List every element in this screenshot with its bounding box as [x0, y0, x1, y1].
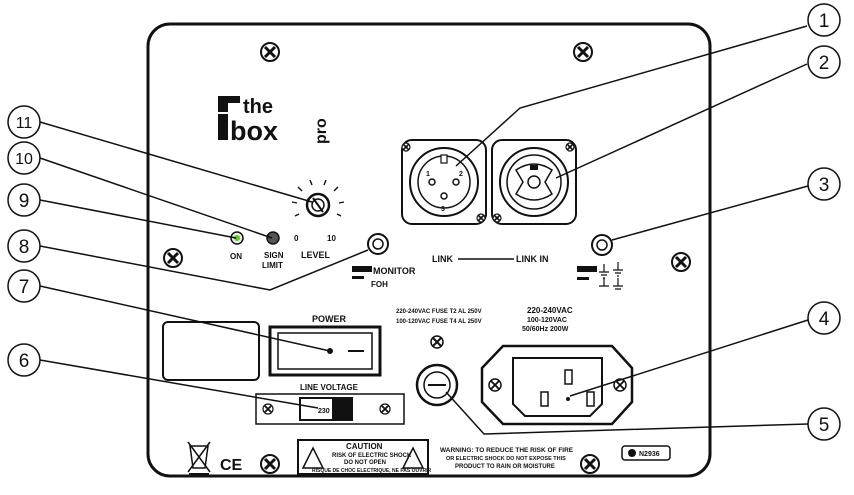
screw-icon — [401, 142, 411, 152]
screw-icon — [163, 248, 183, 268]
callout-number: 9 — [19, 191, 30, 212]
callout-number: 6 — [19, 351, 30, 372]
level-knob[interactable] — [291, 179, 345, 218]
xlr-pin-3-label: 3 — [441, 206, 445, 213]
signal-label-line1: SIGN — [264, 251, 284, 260]
ground-icon — [577, 262, 623, 290]
level-label: LEVEL — [301, 250, 331, 260]
callout-10 — [7, 141, 41, 175]
mains-rating-line1: 220-240VAC — [527, 306, 573, 315]
signal-limit-led-icon — [266, 231, 280, 245]
callout-9 — [7, 183, 41, 217]
voltage-selector-value: 230 — [318, 408, 330, 415]
caution-label-box — [297, 439, 429, 475]
screw-icon — [260, 454, 280, 474]
fuse-rating-line1: 220-240VAC FUSE T2 AL 250V — [396, 309, 482, 315]
iec-power-inlet[interactable] — [480, 344, 634, 426]
caution-line3: RISQUE DE CHOC ELECTRIQUE, NE PAS OUVRIR — [312, 468, 431, 474]
callout-1 — [807, 3, 841, 37]
callout-7 — [7, 269, 41, 303]
mains-rating-line3: 50/60Hz 200W — [522, 326, 569, 333]
callout-number: 2 — [819, 53, 830, 74]
power-label: POWER — [312, 314, 347, 324]
screw-icon — [430, 335, 444, 349]
xlr-pin-2-label: 2 — [459, 171, 463, 178]
xlr-pin-1-label: 1 — [426, 171, 430, 178]
screw-icon — [580, 454, 600, 474]
blank-cover-plate — [162, 321, 260, 381]
caution-line2: DO NOT OPEN — [344, 460, 386, 466]
link-in-label: LINK IN — [516, 254, 549, 264]
line-voltage-selector[interactable] — [299, 397, 353, 421]
screw-icon — [262, 403, 274, 415]
brand-box: box — [230, 116, 278, 146]
on-label: ON — [230, 252, 242, 261]
screw-icon — [492, 213, 502, 223]
ground-lift-switch[interactable] — [591, 234, 613, 256]
fuse-holder[interactable] — [415, 363, 459, 407]
callout-2 — [807, 45, 841, 79]
foh-label: FOH — [371, 280, 388, 289]
level-min-label: 0 — [294, 234, 299, 243]
screw-icon — [379, 403, 391, 415]
monitor-foh-switch[interactable] — [367, 233, 389, 255]
screw-icon — [573, 42, 593, 62]
fuse-rating-line2: 100-120VAC FUSE T4 AL 250V — [396, 319, 482, 325]
callout-3 — [807, 167, 841, 201]
weee-bin-icon — [187, 441, 211, 477]
monitor-label: MONITOR — [373, 266, 416, 276]
callout-number: 10 — [15, 151, 33, 168]
caution-title: CAUTION — [346, 442, 383, 451]
screw-icon — [671, 252, 691, 272]
callout-4 — [807, 301, 841, 335]
mains-rating-line2: 100-120VAC — [527, 317, 567, 324]
warning-line3: PRODUCT TO RAIN OR MOISTURE — [455, 464, 555, 470]
callout-11 — [7, 105, 41, 139]
screw-icon — [476, 213, 486, 223]
warning-line1: WARNING: TO REDUCE THE RISK OF FIRE — [440, 447, 574, 454]
callout-5 — [807, 407, 841, 441]
callout-number: 5 — [819, 415, 830, 436]
ce-mark: CE — [220, 457, 243, 474]
signal-label-line2: LIMIT — [262, 261, 283, 270]
screw-icon — [565, 142, 575, 152]
callout-number: 7 — [19, 277, 30, 298]
screw-icon — [260, 42, 280, 62]
brand-logo: the box pro — [218, 96, 330, 146]
link-label: LINK — [432, 254, 453, 264]
monitor-position-mark — [352, 266, 372, 272]
warning-line2: OR ELECTRIC SHOCK DO NOT EXPOSE THIS — [446, 456, 566, 462]
on-led-icon — [230, 231, 244, 245]
xlr-input-connector[interactable] — [401, 139, 487, 225]
cert-mark — [621, 445, 671, 461]
brand-the: the — [243, 96, 273, 118]
power-switch[interactable] — [268, 325, 382, 377]
callout-number: 4 — [819, 309, 830, 330]
brand-pro: pro — [313, 118, 330, 144]
callout-8 — [7, 229, 41, 263]
foh-position-mark — [352, 276, 364, 279]
leader-lines — [39, 25, 809, 435]
caution-line1: RISK OF ELECTRIC SHOCK — [332, 453, 412, 459]
line-voltage-label: LINE VOLTAGE — [300, 383, 359, 392]
callout-number: 11 — [16, 115, 33, 132]
callout-number: 8 — [19, 237, 30, 258]
callout-number: 3 — [819, 175, 830, 196]
cert-number: N2936 — [639, 451, 660, 458]
combo-link-connector[interactable] — [491, 139, 577, 225]
callout-number: 1 — [819, 11, 830, 32]
callout-6 — [7, 343, 41, 377]
level-max-label: 10 — [327, 234, 336, 243]
